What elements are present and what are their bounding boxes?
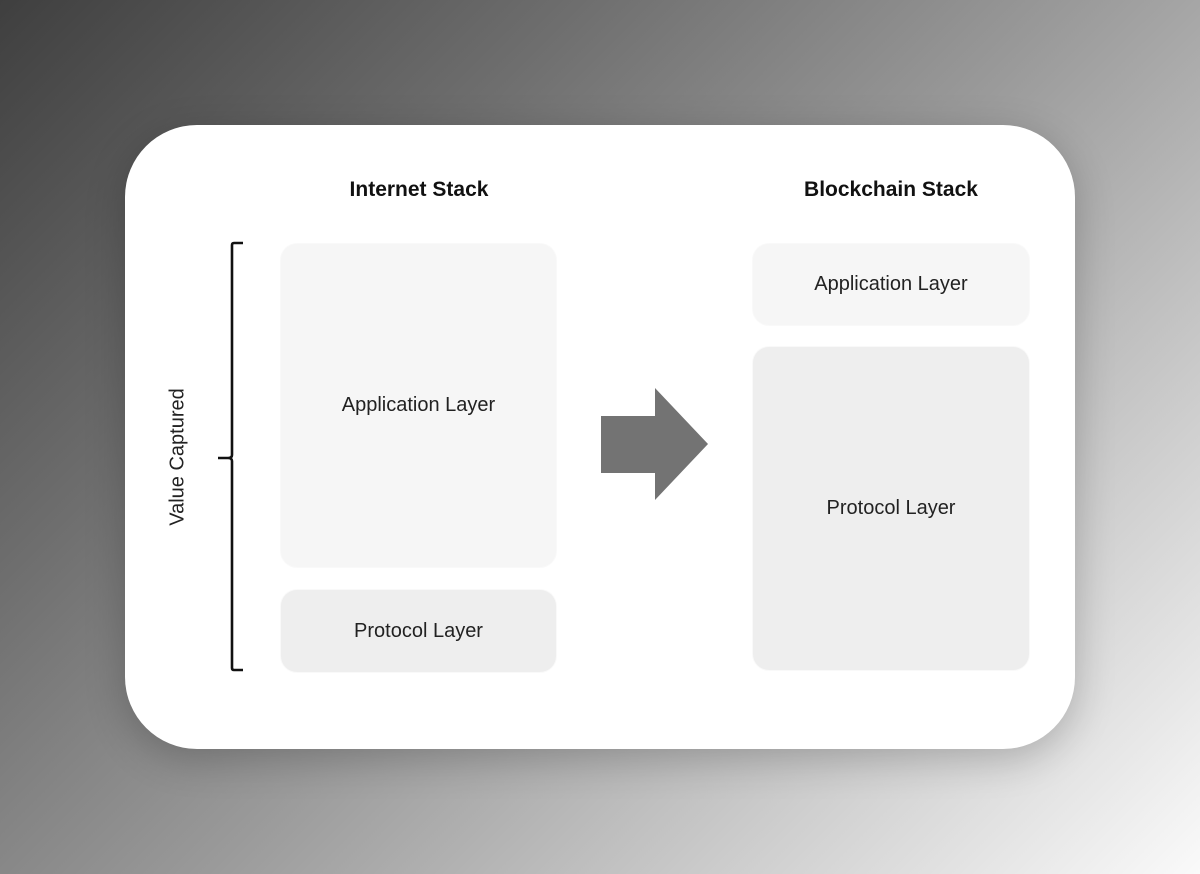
blockchain-protocol-layer: Protocol Layer	[753, 347, 1029, 670]
blockchain-application-layer: Application Layer	[753, 244, 1029, 325]
value-captured-bracket	[218, 241, 243, 672]
internet-protocol-layer-label: Protocol Layer	[354, 619, 483, 642]
internet-protocol-layer: Protocol Layer	[281, 590, 556, 672]
internet-application-layer-label: Application Layer	[341, 394, 496, 416]
blockchain-protocol-layer-label: Protocol Layer	[826, 497, 956, 519]
blockchain-application-layer-label: Application Layer	[814, 273, 968, 295]
internet-application-layer: Application Layer	[281, 244, 556, 567]
arrow-right-icon	[601, 388, 708, 500]
blockchain-stack-title: Blockchain Stack	[804, 178, 978, 201]
internet-stack-title: Internet Stack	[349, 178, 489, 201]
